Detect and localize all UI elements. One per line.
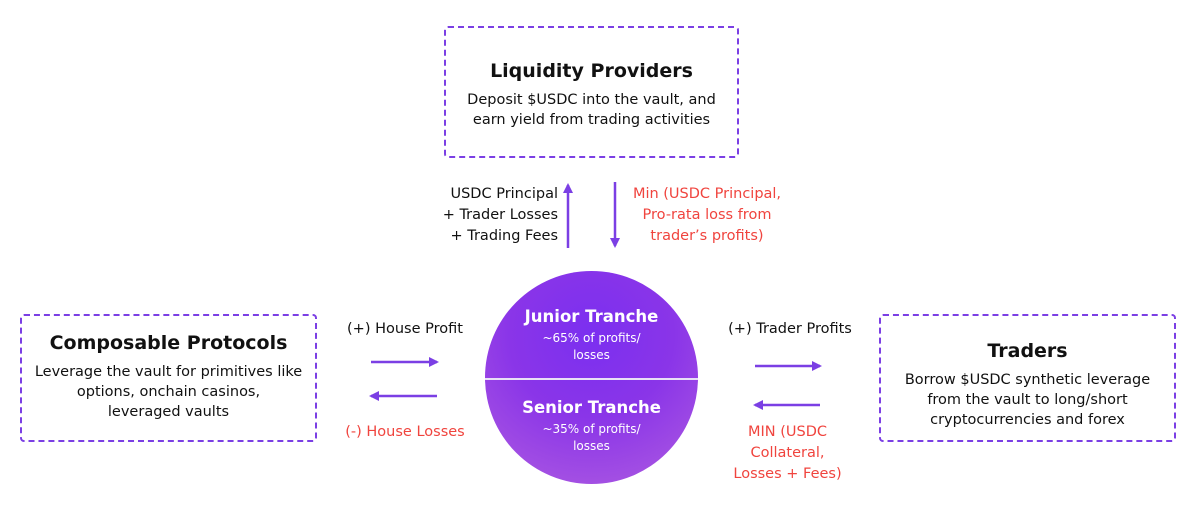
house-profit-label: (+) House Profit <box>347 321 463 337</box>
from-lp-label: Min (USDC Principal, Pro-rata loss from … <box>632 186 782 244</box>
house-losses-label: (-) House Losses <box>345 424 465 440</box>
junior-tranche: Junior Tranche ~65% of profits/ losses <box>485 307 698 364</box>
vault-circle: Junior Tranche ~65% of profits/ losses S… <box>485 271 698 484</box>
trader-losses-label: MIN (USDC Collateral, Losses + Fees) <box>733 424 842 482</box>
senior-tranche: Senior Tranche ~35% of profits/ losses <box>485 398 698 455</box>
junior-tranche-title: Junior Tranche <box>524 307 659 326</box>
traders-box: Traders Borrow $USDC synthetic leverage … <box>879 314 1176 442</box>
junior-tranche-share: ~65% of profits/ losses <box>542 331 641 362</box>
trader-profits-label: (+) Trader Profits <box>728 321 852 337</box>
senior-tranche-title: Senior Tranche <box>522 398 661 417</box>
liquidity-providers-title: Liquidity Providers <box>490 60 693 82</box>
traders-description: Borrow $USDC synthetic leverage from the… <box>904 372 1151 428</box>
composable-protocols-description: Leverage the vault for primitives like o… <box>34 364 303 420</box>
composable-protocols-box: Composable Protocols Leverage the vault … <box>20 314 317 442</box>
liquidity-providers-description: Deposit $USDC into the vault, and earn y… <box>467 92 716 128</box>
senior-tranche-share: ~35% of profits/ losses <box>542 422 641 453</box>
traders-title: Traders <box>987 340 1068 362</box>
liquidity-providers-box: Liquidity Providers Deposit $USDC into t… <box>444 26 739 158</box>
tranche-divider <box>485 378 698 380</box>
to-lp-label: USDC Principal + Trader Losses + Trading… <box>442 186 558 244</box>
composable-protocols-title: Composable Protocols <box>49 332 288 354</box>
